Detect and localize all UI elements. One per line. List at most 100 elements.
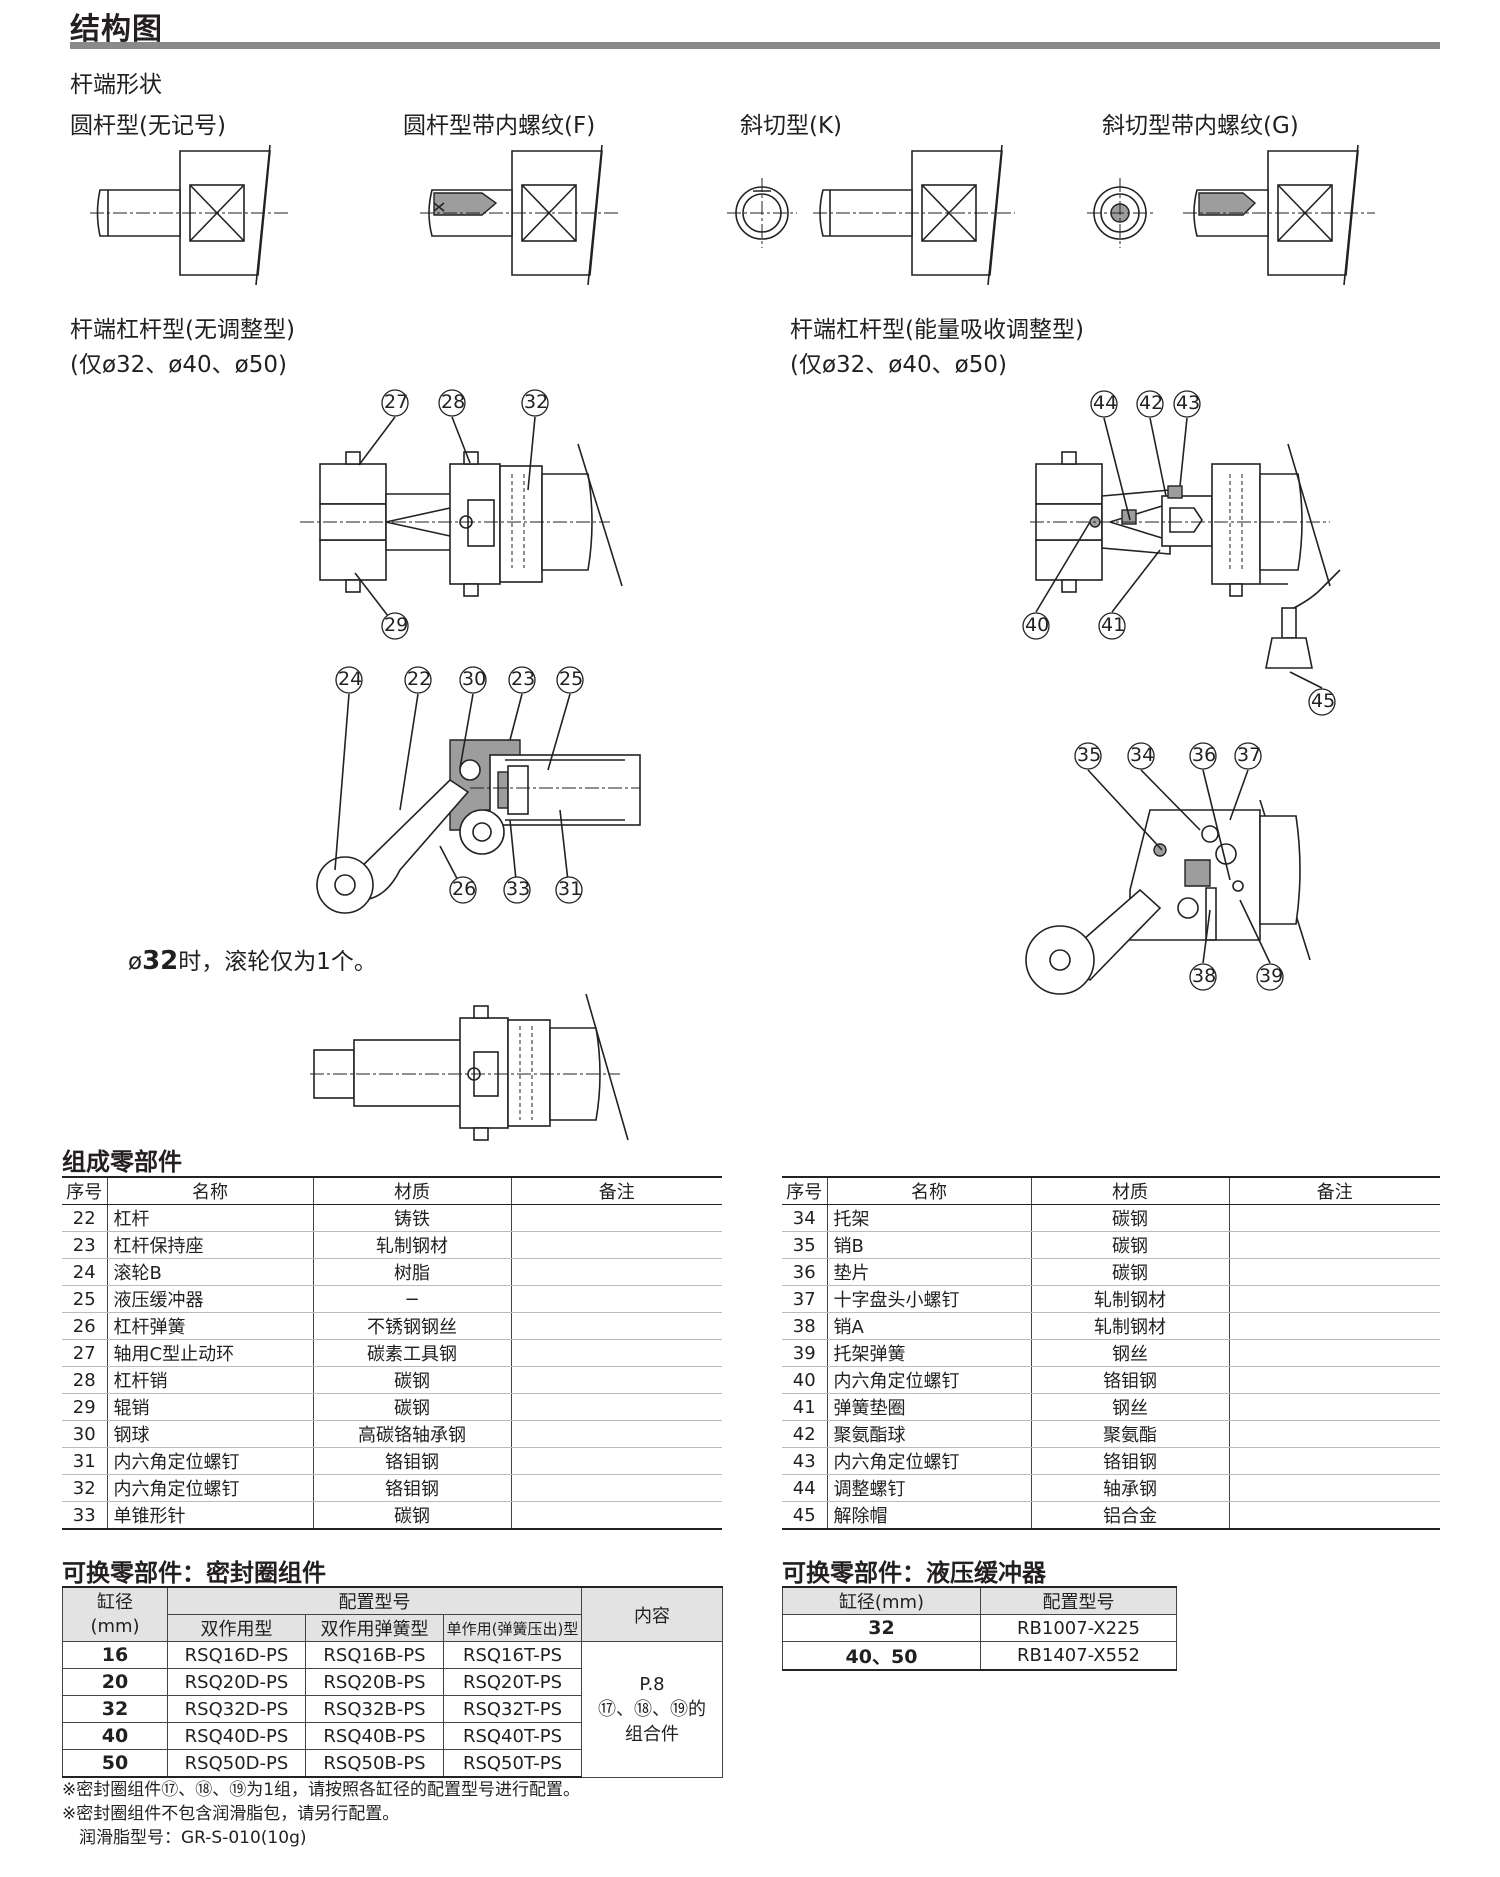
part-material-cell: 铝合金 <box>1030 1501 1229 1530</box>
seal-model-b-cell: RSQ20B-PS <box>305 1668 444 1696</box>
shape-label-g: 斜切型带内螺纹(G) <box>1102 113 1299 139</box>
part-no-cell: 27 <box>62 1339 107 1367</box>
seal-model-b-cell: RSQ32B-PS <box>305 1695 444 1723</box>
callout-36-text: 36 <box>1192 744 1217 766</box>
part-note-cell <box>1228 1258 1440 1286</box>
part-note-cell <box>510 1447 722 1475</box>
col-name: 名称 <box>106 1176 313 1205</box>
part-note-cell <box>510 1285 722 1313</box>
part-no-cell: 40 <box>782 1366 827 1394</box>
part-note-cell <box>510 1339 722 1367</box>
part-name-cell: 销B <box>826 1231 1031 1259</box>
note-32-bold: 32 <box>142 946 179 976</box>
callout-22-text: 22 <box>407 668 432 690</box>
callout-25 <box>556 666 584 694</box>
part-no-cell: 22 <box>62 1204 107 1232</box>
callout-40 <box>1022 612 1050 640</box>
shape-label-round: 圆杆型(无记号) <box>70 113 226 139</box>
part-no-cell: 25 <box>62 1285 107 1313</box>
part-material-cell: 碳钢 <box>1030 1231 1229 1259</box>
callout-33-text: 33 <box>506 878 531 900</box>
seal-sub-header-t: 单作用(弹簧压出)型 <box>442 1614 583 1642</box>
part-material-cell: 碳钢 <box>1030 1204 1229 1232</box>
callout-42-text: 42 <box>1139 392 1164 414</box>
col-material: 材质 <box>1030 1176 1229 1205</box>
lever-none-top-view <box>300 443 623 597</box>
part-name-cell: 杠杆销 <box>106 1366 313 1394</box>
part-note-cell <box>510 1420 722 1448</box>
part-material-cell: 碳钢 <box>312 1393 511 1421</box>
part-no-cell: 43 <box>782 1447 827 1475</box>
lever-adj-side-view <box>1025 799 1311 995</box>
part-name-cell: 内六角定位螺钉 <box>106 1447 313 1475</box>
seal-model-t-cell: RSQ20T-PS <box>442 1668 583 1696</box>
callout-37-text: 37 <box>1237 744 1262 766</box>
part-name-cell: 聚氨酯球 <box>826 1420 1031 1448</box>
callout-41 <box>1098 612 1126 640</box>
callouts-lever-none <box>334 389 1336 991</box>
callout-35 <box>1074 742 1102 770</box>
part-no-cell: 29 <box>62 1393 107 1421</box>
part-material-cell: 铬钼钢 <box>1030 1366 1229 1394</box>
note-32-prefix: ø <box>128 949 143 975</box>
shock-model-header: 配置型号 <box>980 1586 1177 1615</box>
lever-adj-top-view <box>1030 443 1331 597</box>
part-no-cell: 32 <box>62 1474 107 1502</box>
seal-model-t-cell: RSQ32T-PS <box>442 1695 583 1723</box>
callout-28 <box>438 389 466 417</box>
callout-31 <box>555 876 583 904</box>
seal-bore-header: 缸径 (mm) <box>62 1586 168 1642</box>
release-cap-drawing <box>1265 569 1341 669</box>
seal-model-d-cell: RSQ20D-PS <box>167 1668 306 1696</box>
callout-41-text: 41 <box>1101 614 1126 636</box>
col-no: 序号 <box>62 1176 107 1205</box>
part-note-cell <box>1228 1420 1440 1448</box>
callout-30 <box>459 666 487 694</box>
part-material-cell: 碳素工具钢 <box>312 1339 511 1367</box>
seal-note-1: ※密封圈组件⑰、⑱、⑲为1组，请按照各缸径的配置型号进行配置。 <box>62 1780 581 1800</box>
callout-29 <box>381 612 409 640</box>
part-note-cell <box>1228 1339 1440 1367</box>
part-name-cell: 轴用C型止动环 <box>106 1339 313 1367</box>
part-material-cell: 轴承钢 <box>1030 1474 1229 1502</box>
part-note-cell <box>510 1474 722 1502</box>
part-no-cell: 35 <box>782 1231 827 1259</box>
seal-kit-table: 缸径 (mm) 配置型号 内容 双作用型 双作用弹簧型 单作用(弹簧压出)型 1… <box>62 1586 724 1778</box>
shock-absorber-title: 可换零部件：液压缓冲器 <box>782 1559 1046 1587</box>
part-name-cell: 杠杆弹簧 <box>106 1312 313 1340</box>
shock-model-cell: RB1007-X225 <box>980 1614 1177 1642</box>
callout-27-text: 27 <box>384 391 409 413</box>
part-material-cell: 轧制钢材 <box>312 1231 511 1259</box>
part-material-cell: 钢丝 <box>1030 1339 1229 1367</box>
shock-bore-cell: 32 <box>782 1614 981 1642</box>
part-material-cell: 铬钼钢 <box>312 1447 511 1475</box>
part-no-cell: 42 <box>782 1420 827 1448</box>
part-no-cell: 34 <box>782 1204 827 1232</box>
part-note-cell <box>1228 1231 1440 1259</box>
callout-43-text: 43 <box>1176 392 1201 414</box>
callout-29-text: 29 <box>384 614 409 636</box>
shape-label-round-f: 圆杆型带内螺纹(F) <box>403 113 596 139</box>
seal-note-3: 润滑脂型号：GR-S-010(10g) <box>79 1828 307 1848</box>
part-name-cell: 销A <box>826 1312 1031 1340</box>
seal-note-2: ※密封圈组件不包含润滑脂包，请另行配置。 <box>62 1804 400 1824</box>
callout-38-text: 38 <box>1192 965 1217 987</box>
callout-23-text: 23 <box>511 668 536 690</box>
part-name-cell: 滚轮B <box>106 1258 313 1286</box>
callout-26-text: 26 <box>452 878 477 900</box>
part-name-cell: 杠杆 <box>106 1204 313 1232</box>
callout-42 <box>1136 390 1164 418</box>
seal-bore-cell: 50 <box>62 1749 168 1778</box>
callout-34 <box>1127 742 1155 770</box>
